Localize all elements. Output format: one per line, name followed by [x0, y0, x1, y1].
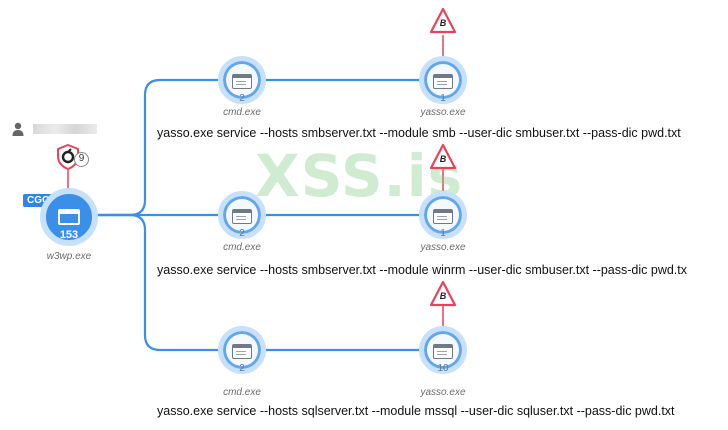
cmd-node[interactable]: 2	[218, 326, 266, 374]
cmd-node-count: 2	[239, 363, 245, 374]
yasso-node[interactable]: 1	[419, 56, 467, 104]
root-process-label: w3wp.exe	[46, 251, 92, 262]
window-icon	[433, 209, 453, 224]
yasso-label: yasso.exe	[420, 107, 466, 118]
yasso-label: yasso.exe	[420, 387, 466, 398]
user-name-redacted	[33, 124, 97, 134]
alert-letter: B	[439, 291, 447, 301]
alert-letter: B	[439, 154, 447, 164]
yasso-label: yasso.exe	[420, 242, 466, 253]
user-icon	[12, 122, 24, 136]
cmd-label: cmd.exe	[223, 107, 261, 118]
window-icon	[433, 74, 453, 89]
edge-root-to-cmd-3	[96, 213, 220, 352]
window-icon	[58, 209, 80, 225]
cmd-label: cmd.exe	[223, 242, 261, 253]
root-process-node[interactable]: 153	[40, 188, 98, 246]
edge-root-to-cmd-1	[96, 78, 220, 217]
window-icon	[232, 74, 252, 89]
yasso-node-count: 1	[440, 93, 446, 104]
command-line-text: yasso.exe service --hosts sqlserver.txt …	[157, 404, 675, 418]
alert-triangle-icon[interactable]: B	[429, 7, 457, 35]
command-line-text: yasso.exe service --hosts smbserver.txt …	[157, 126, 681, 140]
cmd-node[interactable]: 2	[218, 56, 266, 104]
alert-triangle-icon[interactable]: B	[429, 280, 457, 308]
cmd-node-count: 2	[239, 228, 245, 239]
window-icon	[232, 344, 252, 359]
yasso-node[interactable]: 10	[419, 326, 467, 374]
window-icon	[232, 209, 252, 224]
yasso-node[interactable]: 1	[419, 191, 467, 239]
alert-triangle-icon[interactable]: B	[429, 143, 457, 171]
command-line-text: yasso.exe service --hosts smbserver.txt …	[157, 263, 687, 277]
detection-count-badge: 9	[74, 152, 89, 167]
cmd-node[interactable]: 2	[218, 191, 266, 239]
root-process-count: 153	[59, 229, 79, 241]
yasso-node-count: 1	[440, 228, 446, 239]
cmd-node-count: 2	[239, 93, 245, 104]
alert-letter: B	[439, 18, 447, 28]
window-icon	[433, 344, 453, 359]
yasso-node-count: 10	[437, 363, 449, 374]
cmd-label: cmd.exe	[223, 387, 261, 398]
